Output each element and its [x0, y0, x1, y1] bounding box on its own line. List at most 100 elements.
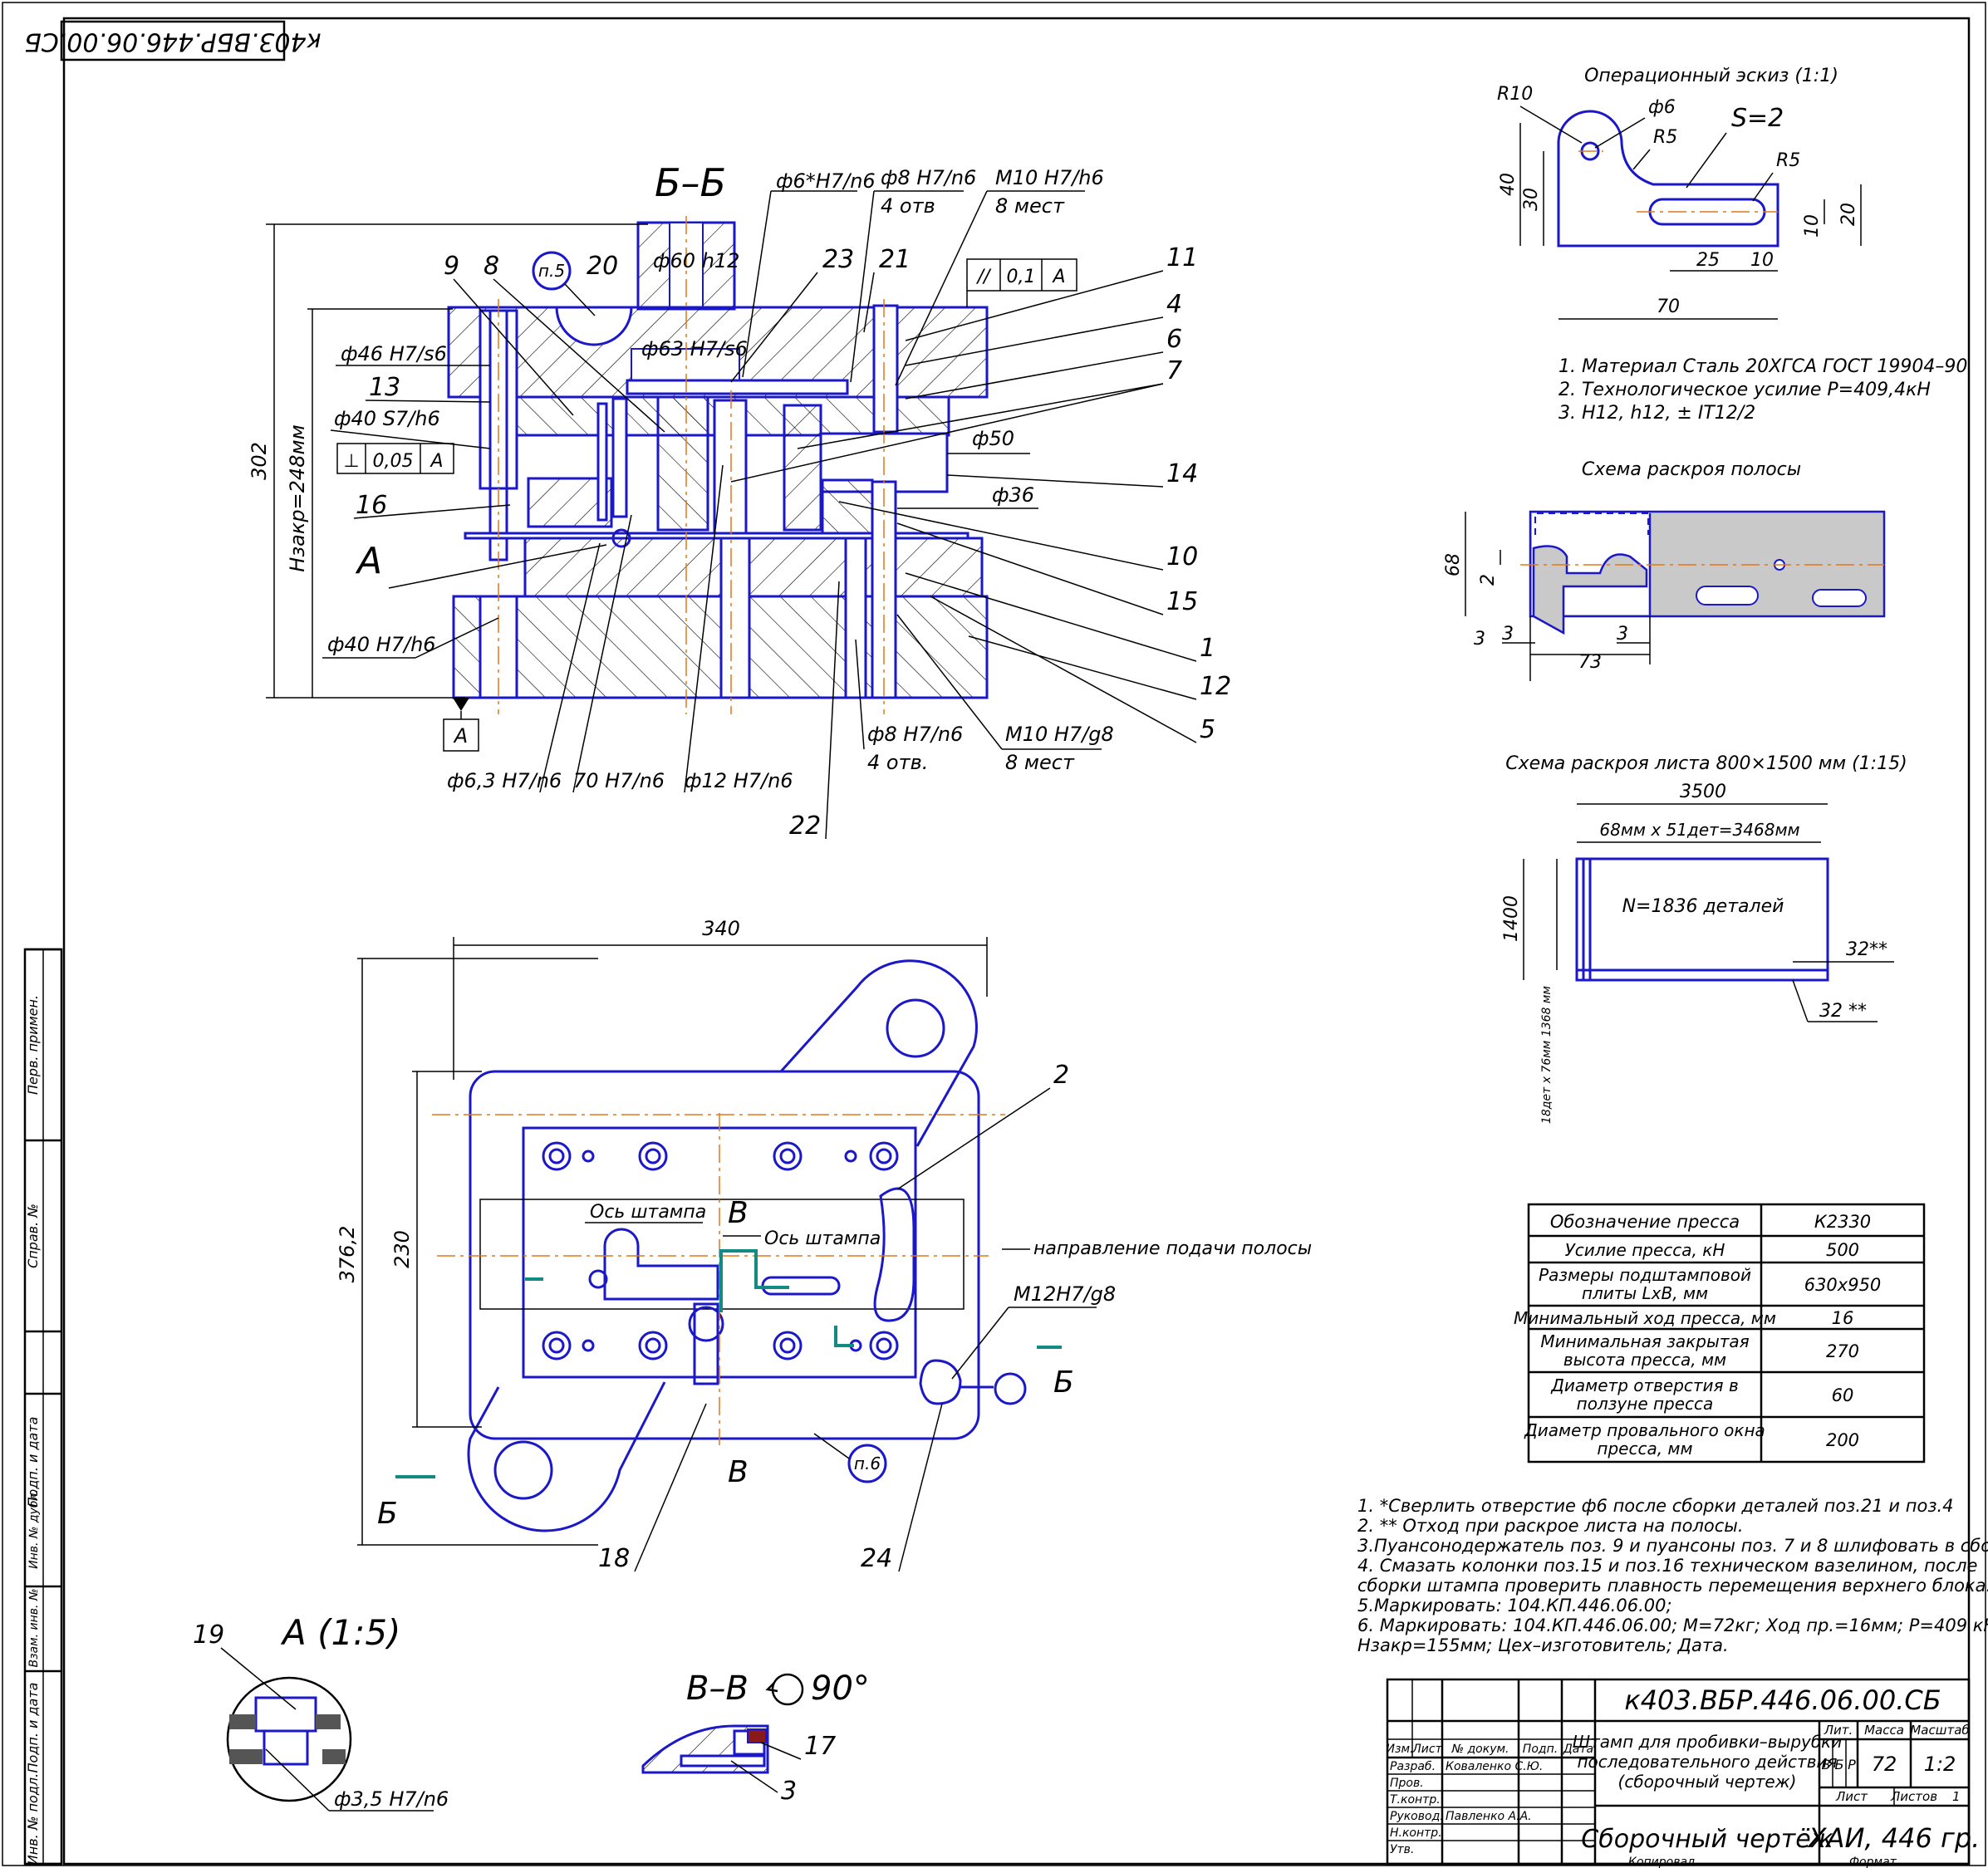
- part-18: 18: [598, 1544, 630, 1573]
- sketch-r5b: R5: [1776, 150, 1800, 171]
- press-row-3-label-0: Минимальная закрытая: [1540, 1331, 1749, 1351]
- fit-f10: ф40 H7/h6: [327, 633, 436, 656]
- sketch-note-2: 2. Технологическое усилие P=409,4кН: [1558, 380, 1931, 400]
- note-p6: п.6: [854, 1454, 881, 1473]
- press-row-5-label-0: Диаметр провального окна: [1524, 1420, 1765, 1440]
- fit-f14b: 4 отв.: [867, 751, 928, 774]
- drawing-frame: [62, 17, 1971, 1866]
- sheet-title: Схема раскроя листа 800×1500 мм (1:15): [1505, 753, 1907, 774]
- press-row-4-label-0: Диаметр отверстия в: [1550, 1375, 1738, 1395]
- part-3: 3: [781, 1777, 797, 1806]
- press-row-5-value: 200: [1826, 1430, 1859, 1450]
- tb-role-5: Утв.: [1390, 1843, 1414, 1856]
- section-b-right: Б: [1053, 1365, 1074, 1400]
- fit-f2b: 4 отв: [881, 194, 935, 218]
- sheet-count: N=1836 деталей: [1622, 896, 1784, 917]
- section-bb: Б–Б: [248, 160, 1231, 841]
- tech-note-5: 5.Маркировать: 104.КП.446.06.00;: [1357, 1596, 1672, 1616]
- part-24: 24: [861, 1544, 892, 1573]
- sketch-title: Операционный эскиз (1:1): [1584, 66, 1838, 86]
- side-stamp: Перв. примен. Справ. № Подп. и дата Инв.…: [23, 948, 63, 1866]
- sheet-vert: 18дет х 76мм 1368 мм: [1540, 986, 1554, 1124]
- sheet-waste2: 32 **: [1819, 1001, 1867, 1022]
- operational-sketch: Операционный эскиз (1:1) 40 30 20 10 25 …: [1497, 66, 1967, 424]
- press-row-5-label-1: пресса, мм: [1597, 1439, 1692, 1459]
- section-v-bottom: В: [728, 1455, 749, 1489]
- press-row-3-value: 270: [1826, 1341, 1859, 1361]
- part-9: 9: [444, 252, 459, 281]
- sketch-h20: 20: [1838, 203, 1859, 226]
- part-6: 6: [1166, 325, 1182, 354]
- tb-copied: Копировал: [1628, 1856, 1695, 1868]
- plan-view: 340 376,2 230 Ось штампа Ось штампа напр…: [336, 917, 1312, 1573]
- tb-lit-label: Лит.: [1824, 1723, 1853, 1738]
- tb-lit-r: Р: [1848, 1757, 1856, 1772]
- sheet-layout: Схема раскроя листа 800×1500 мм (1:15) 3…: [1501, 753, 1907, 1124]
- press-row-0-label-0: Усилие пресса, кН: [1565, 1240, 1725, 1260]
- fit-f14: ф8 H7/n6: [867, 723, 963, 746]
- section-vv-rotation: 90°: [811, 1669, 870, 1708]
- dim-hzakr: Hзакр=248мм: [286, 424, 309, 571]
- title-block: к403.ВБР.446.06.00.СБ Штамп для пробивки…: [1387, 1678, 1980, 1868]
- part-14: 14: [1166, 459, 1198, 488]
- detail-a-title: A (1:5): [280, 1612, 400, 1653]
- base-a-label: А: [453, 724, 468, 748]
- section-v-top: В: [728, 1196, 749, 1230]
- stamp-sprav: Справ. №: [25, 1204, 41, 1268]
- part-2: 2: [1053, 1061, 1069, 1090]
- note-p5: п.5: [538, 261, 565, 281]
- tb-col-0: Изм.: [1387, 1743, 1414, 1756]
- sketch-h30: 30: [1521, 188, 1542, 211]
- tb-scale-label: Масштаб: [1910, 1723, 1969, 1738]
- fit-f15: M10 H7/g8: [1005, 723, 1114, 746]
- tb-mass: 72: [1872, 1753, 1897, 1776]
- section-vv-title: В–В: [686, 1669, 749, 1708]
- tb-col-1: Лист: [1411, 1743, 1442, 1756]
- sketch-d6: ф6: [1648, 97, 1676, 118]
- fit-f7: ф40 S7/h6: [334, 407, 440, 430]
- tb-format: Формат: [1849, 1856, 1897, 1868]
- strip-title: Схема раскроя полосы: [1582, 459, 1801, 480]
- strip-h3a: 3: [1474, 629, 1485, 650]
- part-4: 4: [1166, 290, 1182, 319]
- fit-f3: M10 H7/h6: [995, 166, 1104, 189]
- axis-label-1: Ось штампа: [590, 1202, 706, 1223]
- fit-f9: ф36: [992, 483, 1034, 507]
- stamp-perv: Перв. примен.: [25, 995, 41, 1095]
- tb-role-4: Н.контр.: [1390, 1826, 1442, 1840]
- tech-note-2: 3.Пуансонодержатель поз. 9 и пуансоны по…: [1357, 1536, 1988, 1556]
- sketch-note-1: 1. Материал Сталь 20ХГСА ГОСТ 19904–90: [1558, 356, 1967, 377]
- sketch-r5a: R5: [1653, 127, 1677, 148]
- press-row-2-label-0: Минимальный ход пресса, мм: [1514, 1308, 1776, 1328]
- part-15: 15: [1166, 587, 1198, 616]
- stamp-podp1: Подп. и дата: [25, 1417, 41, 1508]
- tb-name-1: Штамп для пробивки–вырубки: [1573, 1732, 1843, 1752]
- section-bb-title: Б–Б: [655, 160, 726, 205]
- tb-role-2: Т.контр.: [1390, 1793, 1441, 1807]
- part-22: 22: [789, 811, 821, 841]
- sketch-w70: 70: [1657, 297, 1680, 317]
- section-b-left: Б: [377, 1497, 398, 1531]
- sheet-h1400: 1400: [1501, 895, 1522, 942]
- part-16: 16: [356, 491, 387, 520]
- press-row-1-value: 630х950: [1804, 1275, 1882, 1295]
- mirrored-code: к403.ВБР.446.06.00.СБ: [24, 27, 321, 56]
- flatness-symbol: //: [976, 267, 992, 287]
- press-h2: К2330: [1814, 1212, 1871, 1232]
- strip-h2: 2: [1478, 574, 1499, 586]
- sheet-wstrips: 68мм х 51дет=3468мм: [1599, 820, 1799, 840]
- part-11: 11: [1166, 243, 1198, 272]
- tb-sheets-label: Листов: [1890, 1789, 1937, 1804]
- press-row-4-value: 60: [1832, 1385, 1854, 1405]
- press-row-0-value: 500: [1826, 1240, 1859, 1260]
- tech-note-1: 2. ** Отход при раскрое листа на полосы.: [1357, 1516, 1744, 1536]
- tb-code: к403.ВБР.446.06.00.СБ: [1624, 1684, 1941, 1716]
- sketch-s: S=2: [1731, 104, 1784, 133]
- strip-w73: 73: [1578, 652, 1602, 673]
- sketch-w10: 10: [1750, 250, 1774, 271]
- press-row-2-value: 16: [1832, 1308, 1854, 1328]
- part-10: 10: [1166, 542, 1198, 571]
- axis-label-2: Ось штампа: [764, 1228, 881, 1249]
- tech-note-3: 4. Смазать колонки поз.15 и поз.16 техни…: [1357, 1556, 1977, 1576]
